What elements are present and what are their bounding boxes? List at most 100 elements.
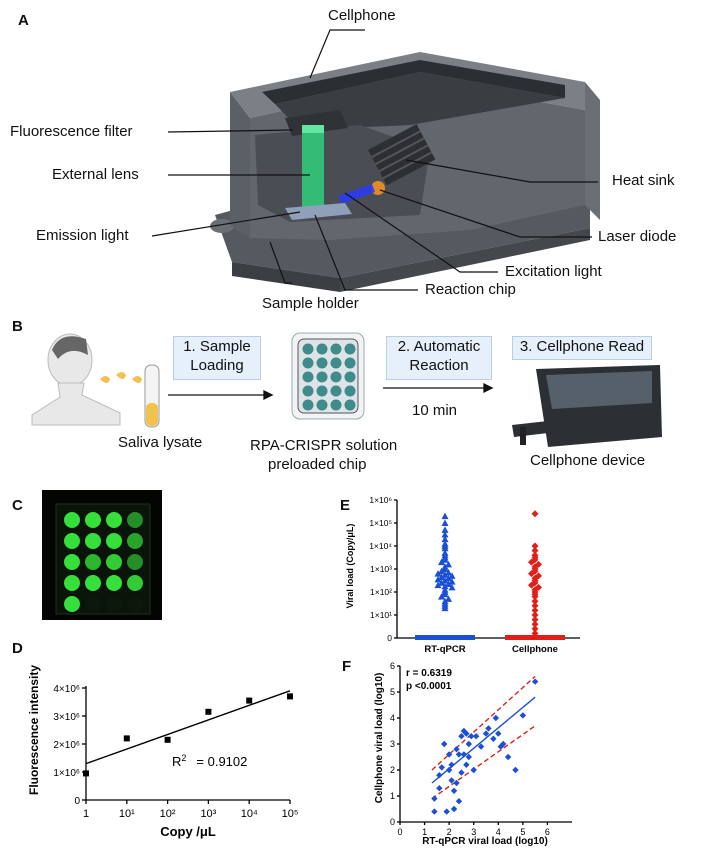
person-icon xyxy=(31,333,121,426)
e-rtqpcr-point xyxy=(441,577,449,584)
chip-well xyxy=(302,385,314,397)
f-data-point xyxy=(443,808,450,815)
e-rtqpcr-point xyxy=(441,512,449,520)
e-rtqpcr-point xyxy=(441,549,449,556)
fluorescence-well xyxy=(85,554,101,570)
e-cellphone-point xyxy=(531,602,539,610)
fluorescence-well xyxy=(64,554,80,570)
d-y-tick-label: 3×10⁶ xyxy=(53,712,80,723)
e-cellphone-point xyxy=(535,560,542,568)
e-rtqpcr-point xyxy=(434,575,442,583)
reaction-chip-icon xyxy=(291,332,365,420)
f-data-point xyxy=(445,751,453,758)
e-rtqpcr-point xyxy=(441,519,449,526)
fluorescence-well xyxy=(127,554,143,570)
label-external-lens: External lens xyxy=(52,166,139,183)
fluorescence-well xyxy=(106,554,122,570)
chip-well xyxy=(302,399,314,411)
chart-f: Cellphone viral load (log10) RT-qPCR vir… xyxy=(374,661,572,847)
e-cellphone-point xyxy=(528,570,535,578)
chip-well xyxy=(344,371,356,383)
f-y-tick-label: 3 xyxy=(390,739,395,749)
fluorescence-well xyxy=(106,575,122,591)
e-rtqpcr-point xyxy=(441,582,449,590)
chip-well xyxy=(344,343,356,355)
f-data-point xyxy=(504,753,512,761)
chart-e: Viral load (Copy/μL) 01×10¹1×10²1×10³1×1… xyxy=(345,495,580,655)
e-zero-cluster xyxy=(505,635,565,640)
panel-e-letter: E xyxy=(340,497,351,514)
d-fit-line xyxy=(85,690,291,765)
f-data-point xyxy=(495,730,502,737)
f-data-point xyxy=(460,727,468,735)
e-rtqpcr-point xyxy=(441,597,449,605)
saliva-label: Saliva lysate xyxy=(118,434,203,451)
f-data-point xyxy=(441,740,448,748)
e-cellphone-point xyxy=(531,606,539,614)
label-sample-holder: Sample holder xyxy=(262,295,359,312)
f-data-point xyxy=(512,766,519,774)
device-label: Cellphone device xyxy=(530,452,646,469)
d-y-tick-label: 4×10⁶ xyxy=(53,684,80,695)
e-rtqpcr-point xyxy=(448,583,456,591)
f-x-axis-label: RT-qPCR viral load (log10) xyxy=(422,836,548,847)
f-data-point xyxy=(455,751,463,758)
d-y-tick-label: 0 xyxy=(74,796,80,807)
fluorescence-well xyxy=(64,596,80,612)
f-data-point xyxy=(431,795,438,802)
d-data-point xyxy=(287,693,293,700)
f-data-point xyxy=(519,712,527,719)
e-cellphone-point xyxy=(531,625,539,633)
f-x-tick-label: 0 xyxy=(397,827,402,837)
f-data-point xyxy=(448,777,455,784)
e-rtqpcr-point xyxy=(438,558,445,566)
e-rtqpcr-point xyxy=(445,568,452,576)
d-x-tick-label: 10³ xyxy=(200,808,216,820)
e-rtqpcr-point xyxy=(441,531,449,538)
e-category-label: Cellphone xyxy=(512,644,558,655)
f-y-axis-label: Cellphone viral load (log10) xyxy=(374,673,385,804)
e-y-axis-label: Viral load (Copy/μL) xyxy=(345,524,355,609)
d-data-point xyxy=(123,735,130,742)
saliva-drops-icon xyxy=(100,372,142,383)
step3-label: 3. Cellphone Read xyxy=(519,338,645,355)
label-fluorescence-filter: Fluorescence filter xyxy=(10,123,133,140)
device-cutaway-illustration xyxy=(151,29,600,292)
label-emission-light: Emission light xyxy=(36,227,129,244)
fluorescence-well xyxy=(85,512,101,528)
fluorescence-image xyxy=(42,490,162,620)
chip-well xyxy=(330,357,342,369)
f-data-point xyxy=(463,761,470,768)
d-x-tick-label: 10² xyxy=(160,808,176,820)
chip-label-line1: RPA-CRISPR solution xyxy=(250,437,398,454)
f-y-tick-label: 0 xyxy=(390,817,395,827)
label-laser-diode: Laser diode xyxy=(598,228,677,245)
fluorescence-well xyxy=(127,512,143,528)
f-y-tick-label: 6 xyxy=(390,661,395,671)
f-y-tick-label: 5 xyxy=(390,687,395,697)
e-rtqpcr-point xyxy=(448,578,456,585)
fluorescence-well xyxy=(127,596,143,612)
f-data-point xyxy=(472,733,480,740)
f-data-point xyxy=(465,753,472,761)
e-cellphone-point xyxy=(528,581,535,589)
f-ci-upper-line xyxy=(431,675,536,771)
f-x-tick-label: 6 xyxy=(545,827,550,837)
fluorescence-well xyxy=(85,575,101,591)
e-y-tick-label: 1×10¹ xyxy=(370,610,392,620)
f-y-tick-label: 1 xyxy=(390,791,395,801)
e-rtqpcr-point xyxy=(434,581,442,589)
panel-f-letter: F xyxy=(342,658,352,675)
f-x-tick-label: 4 xyxy=(496,827,501,837)
e-cellphone-point xyxy=(531,547,539,555)
chip-well xyxy=(316,385,328,397)
step1-line1: 1. Sample xyxy=(183,338,251,355)
step2-box: 2. Automatic Reaction xyxy=(386,336,492,380)
e-cellphone-point xyxy=(531,616,539,624)
workflow-illustration xyxy=(31,332,662,447)
e-cellphone-point xyxy=(531,542,539,550)
e-y-tick-label: 1×10² xyxy=(370,587,392,597)
e-rtqpcr-point xyxy=(434,570,442,577)
step2-line2: Reaction xyxy=(409,357,469,374)
e-rtqpcr-point xyxy=(441,540,449,547)
